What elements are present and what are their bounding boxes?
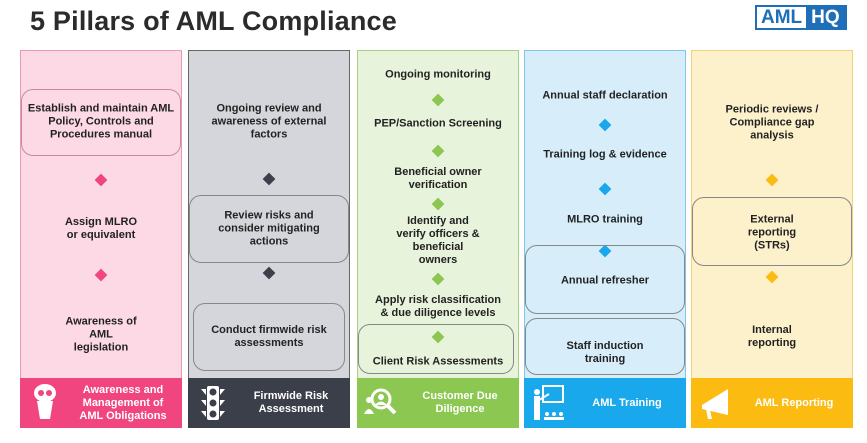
- item-box: [189, 195, 349, 263]
- diamond-icon: [765, 173, 779, 187]
- pillar-item: Establish and maintain AML Policy, Contr…: [27, 102, 175, 141]
- pillar-item: Identify and verify officers & beneficia…: [396, 215, 480, 266]
- diamond-icon: [262, 172, 276, 186]
- pillar-aml-training: Annual staff declaration Training log & …: [524, 50, 686, 428]
- people-search-icon: [357, 386, 407, 420]
- pillar-item: Assign MLRO or equivalent: [64, 216, 138, 241]
- pillar-item: Ongoing monitoring: [385, 68, 491, 81]
- item-box: [21, 89, 181, 156]
- diamond-icon: [94, 268, 108, 282]
- pillar-footer: AML Reporting: [691, 378, 853, 428]
- pillar-item: Conduct firmwide risk assessments: [211, 324, 327, 349]
- item-box: [692, 197, 852, 266]
- pillar-item: Periodic reviews / Compliance gap analys…: [725, 103, 819, 142]
- pillar-item: Staff induction training: [566, 340, 644, 365]
- item-box: [525, 245, 685, 314]
- diamond-icon: [94, 173, 108, 187]
- pillar-item: Beneficial owner verification: [394, 166, 482, 191]
- pillar-item: Annual staff declaration: [542, 89, 668, 102]
- pillar-item: Awareness of AML legislation: [65, 315, 137, 354]
- pillar-footer: AML Training: [524, 378, 686, 428]
- diamond-icon: [598, 118, 612, 132]
- diamond-icon: [262, 266, 276, 280]
- item-box: [193, 303, 345, 371]
- pillar-item: PEP/Sanction Screening: [374, 117, 502, 130]
- pillar-customer-due-diligence: Ongoing monitoring PEP/Sanction Screenin…: [357, 50, 519, 428]
- pillar-item: Ongoing review and awareness of external…: [211, 102, 327, 141]
- pillar-aml-reporting: Periodic reviews / Compliance gap analys…: [691, 50, 853, 428]
- pillar-item: Training log & evidence: [543, 148, 667, 161]
- diamond-icon: [431, 197, 445, 211]
- item-box: [358, 324, 514, 374]
- pillar-footer: Awareness and Management of AML Obligati…: [20, 378, 182, 428]
- diamond-icon: [431, 144, 445, 158]
- pillar-firmwide-risk: Ongoing review and awareness of external…: [188, 50, 350, 428]
- page-title: 5 Pillars of AML Compliance: [30, 6, 397, 36]
- pillar-item: External reporting (STRs): [747, 213, 797, 252]
- owl-icon: [20, 383, 70, 423]
- traffic-light-icon: [188, 385, 238, 421]
- pillar-item: Apply risk classification & due diligenc…: [375, 294, 501, 319]
- pillar-item: Client Risk Assessments: [372, 355, 504, 368]
- pillar-footer: Customer Due Diligence: [357, 378, 519, 428]
- pillar-awareness: Establish and maintain AML Policy, Contr…: [20, 50, 182, 428]
- diamond-icon: [765, 270, 779, 284]
- pillar-footer: Firmwide Risk Assessment: [188, 378, 350, 428]
- diamond-icon: [431, 272, 445, 286]
- pillar-item: Internal reporting: [747, 324, 797, 349]
- pillar-item: Annual refresher: [560, 274, 650, 287]
- megaphone-icon: [691, 385, 741, 421]
- diamond-icon: [431, 93, 445, 107]
- presentation-icon: [524, 384, 574, 422]
- item-box: [525, 318, 685, 375]
- pillar-item: MLRO training: [567, 213, 643, 226]
- diamond-icon: [598, 182, 612, 196]
- pillar-item: Review risks and consider mitigating act…: [218, 209, 320, 248]
